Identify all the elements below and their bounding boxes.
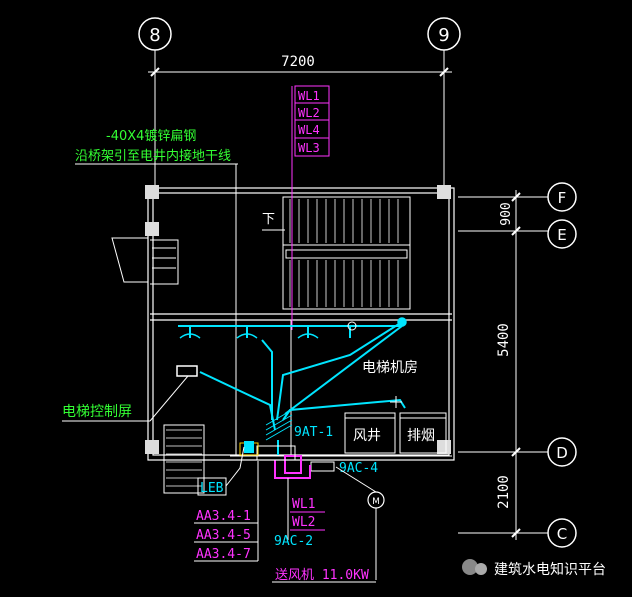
elevator-control-panel-callout: 电梯控制屏 [62, 375, 189, 422]
svg-text:AA3.4-7: AA3.4-7 [196, 547, 251, 562]
left-balcony [111, 237, 179, 285]
svg-text:9AC-2: 9AC-2 [274, 534, 313, 549]
axis-bubble-9: 9 [427, 17, 461, 51]
dimension-5400: 5400 [496, 323, 512, 357]
smoke-exhaust-label: 排烟 [407, 428, 435, 444]
stair-down-label: 下 [262, 212, 275, 227]
axis-bubble-8: 8 [138, 17, 172, 51]
svg-text:WL2: WL2 [292, 515, 315, 530]
watermark: 建筑水电知识平台 [462, 559, 606, 578]
svg-text:AA3.4-1: AA3.4-1 [196, 509, 251, 524]
panel-9ac4-label: 9AC-4 [339, 461, 378, 476]
svg-text:7200: 7200 [281, 54, 315, 70]
svg-text:-40X4镀锌扁钢: -40X4镀锌扁钢 [106, 128, 196, 144]
svg-text:LEB: LEB [200, 481, 224, 496]
dimension-right [511, 190, 521, 540]
svg-text:D: D [556, 444, 568, 462]
svg-text:F: F [558, 189, 567, 207]
svg-text:WL1: WL1 [292, 497, 315, 512]
axis-lines [154, 50, 548, 534]
aa-feeders: AA3.4-1 AA3.4-5 AA3.4-7 [194, 461, 259, 562]
svg-text:建筑水电知识平台: 建筑水电知识平台 [494, 561, 606, 578]
dimension-2100: 2100 [496, 475, 512, 509]
building-walls [147, 187, 455, 461]
svg-text:E: E [557, 226, 566, 244]
stair-treads-top [289, 199, 399, 307]
cyan-devices [176, 317, 407, 377]
magenta-feeders [274, 455, 311, 479]
circuit-wl1: WL1 [298, 89, 320, 103]
svg-text:沿桥架引至电井内接地干线: 沿桥架引至电井内接地干线 [75, 148, 231, 164]
top-circuits: WL1 WL2 WL4 WL3 [291, 85, 330, 330]
cyan-hatch-panel [265, 409, 293, 441]
columns [145, 185, 451, 454]
dimension-900: 900 [499, 202, 514, 225]
panel-9at1-label: 9AT-1 [294, 425, 333, 440]
svg-text:9: 9 [438, 25, 449, 46]
svg-text:AA3.4-5: AA3.4-5 [196, 528, 251, 543]
upper-stair [282, 196, 411, 310]
stair-treads-bottom [166, 429, 202, 487]
air-shaft-label: 风井 [353, 428, 381, 444]
axis-bubble-d: D [547, 437, 577, 467]
circuit-wl2: WL2 [298, 106, 320, 120]
elevator-machine-room-label: 电梯机房 [362, 360, 418, 376]
leb-callout: LEB [197, 446, 245, 496]
axis-bubble-f: F [547, 182, 577, 212]
cyan-wiring [178, 321, 406, 455]
svg-text:M: M [372, 497, 380, 507]
circuit-wl4: WL4 [298, 123, 320, 137]
svg-text:8: 8 [149, 25, 160, 46]
motor-symbol: M 送风机 11.0KW [272, 466, 385, 583]
dimension-top: 7200 [148, 54, 452, 77]
axis-bubble-c: C [547, 518, 577, 548]
grounding-note: -40X4镀锌扁钢 沿桥架引至电井内接地干线 [75, 128, 238, 320]
lower-stair [163, 424, 205, 494]
axis-bubble-e: E [547, 219, 577, 249]
svg-text:电梯控制屏: 电梯控制屏 [62, 404, 132, 420]
bottom-circuits: WL1 WL2 9AC-2 [274, 478, 325, 549]
machine-room-fixtures [347, 321, 402, 408]
svg-text:C: C [557, 525, 567, 543]
supply-fan-label: 送风机 11.0KW [275, 568, 369, 583]
circuit-wl3: WL3 [298, 141, 320, 155]
